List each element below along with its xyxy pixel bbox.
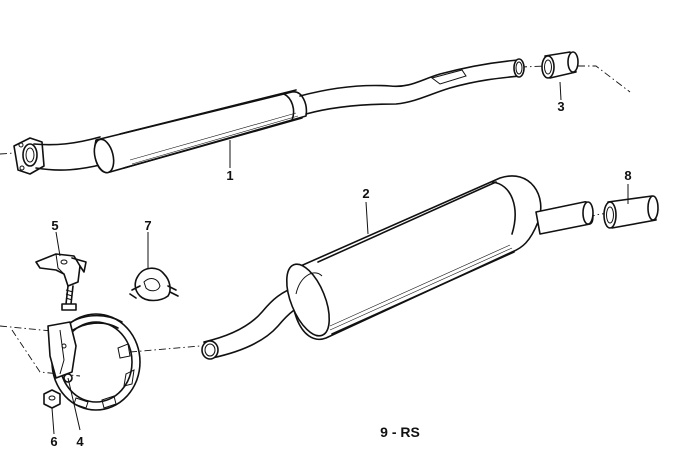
centerline-upper bbox=[0, 65, 631, 155]
diagram-code: 9 - RS bbox=[380, 424, 420, 440]
callout-8: 8 bbox=[624, 168, 631, 183]
callout-5: 5 bbox=[51, 218, 58, 233]
pipe-sleeve-rear bbox=[603, 195, 659, 229]
leader-lines bbox=[51, 81, 629, 435]
hex-nut bbox=[43, 389, 61, 409]
clamp-ring bbox=[47, 313, 141, 411]
pipe-sleeve-upper bbox=[541, 51, 579, 79]
rear-silencer bbox=[201, 175, 594, 360]
callout-1: 1 bbox=[226, 168, 233, 183]
front-pipe-middle-silencer bbox=[13, 58, 525, 175]
support-bracket bbox=[35, 253, 87, 311]
rubber-mount bbox=[129, 267, 179, 302]
callout-2: 2 bbox=[362, 186, 369, 201]
callout-7: 7 bbox=[144, 218, 151, 233]
callout-6: 6 bbox=[50, 434, 57, 449]
callout-4: 4 bbox=[76, 434, 84, 449]
callout-3: 3 bbox=[557, 99, 564, 114]
